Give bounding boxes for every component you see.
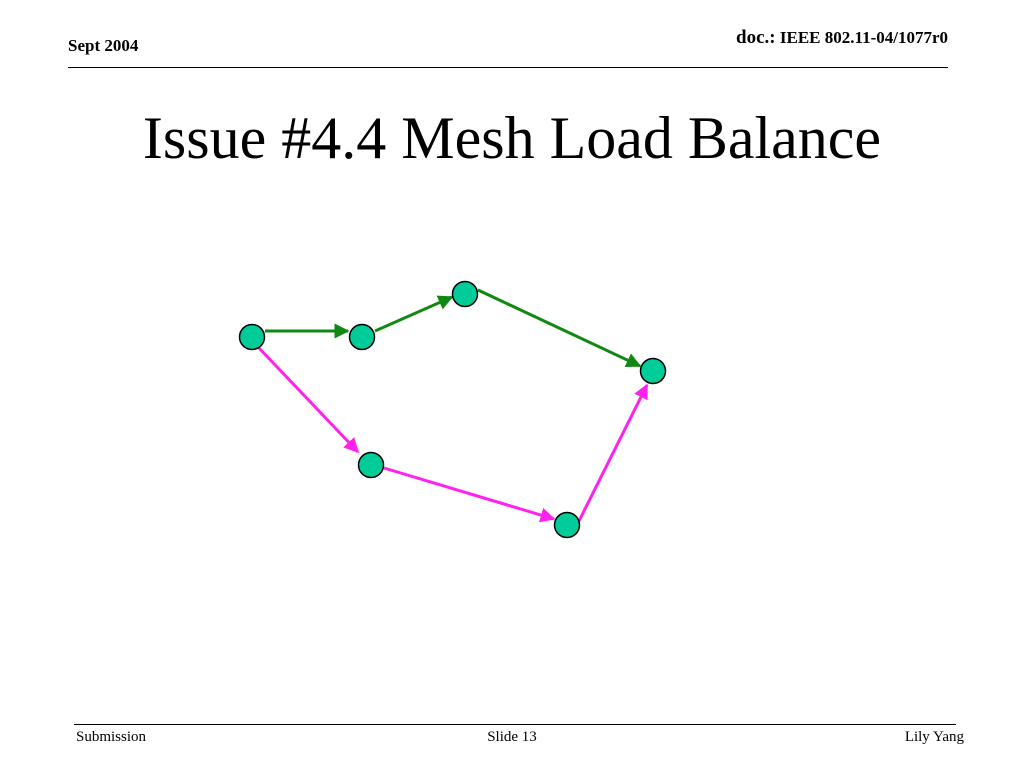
green-link-3 (477, 288, 642, 368)
mesh-node-upper-1 (348, 323, 376, 351)
footer-submission: Submission (76, 729, 147, 745)
mesh-node-lower-2 (553, 511, 581, 539)
slide-title: Issue #4.4 Mesh Load Balance (142, 105, 882, 171)
footer-slide-number: Slide 13 (487, 729, 537, 745)
header-date: Sept 2004 (68, 36, 139, 55)
magenta-link-2 (383, 466, 556, 523)
mesh-node-lower-1 (357, 451, 385, 479)
magenta-link-3 (577, 383, 649, 522)
magenta-link-1 (256, 345, 360, 454)
doc-label: doc.: (736, 27, 776, 48)
mesh-node-destination (639, 357, 667, 385)
footer-rule (74, 724, 956, 725)
header-doc-id: doc.: IEEE 802.11-04/1077r0 (736, 27, 948, 49)
footer-author: Lily Yang (904, 729, 964, 745)
mesh-node-source (238, 323, 266, 351)
mesh-node-upper-2 (451, 280, 479, 308)
doc-number: IEEE 802.11-04/1077r0 (779, 28, 948, 47)
green-link-2 (374, 295, 454, 333)
header-rule (68, 67, 948, 68)
